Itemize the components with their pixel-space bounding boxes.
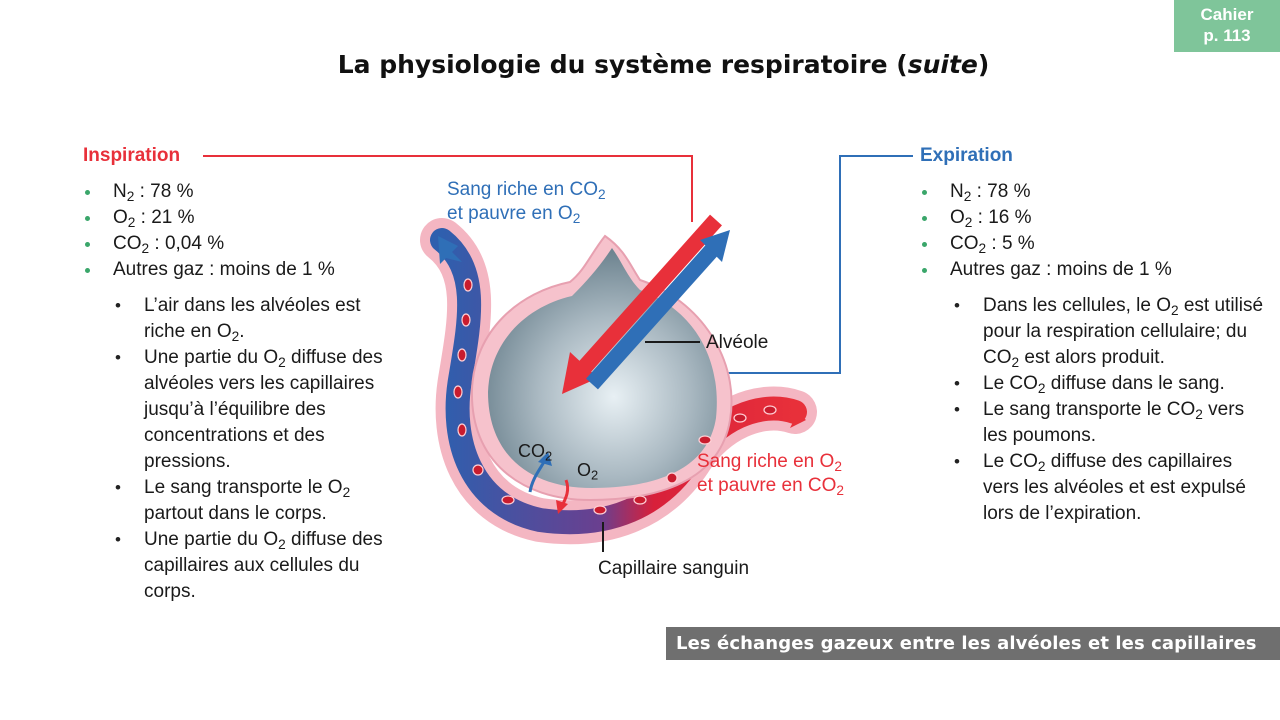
- figure-caption: Les échanges gazeux entre les alvéoles e…: [666, 627, 1280, 660]
- note-item: L’air dans les alvéoles est riche en O2.: [113, 293, 403, 345]
- note-item: Le CO2 diffuse des capillaires vers les …: [952, 449, 1272, 527]
- gas-item: CO2 : 5 %: [920, 231, 1172, 257]
- o2-exchange-label: O2: [577, 460, 599, 483]
- deoxygenated-blood-label: Sang riche en CO2 et pauvre en O2: [447, 179, 606, 226]
- note-item: Une partie du O2 diffuse des alvéoles ve…: [113, 345, 403, 475]
- note-item: Le sang transporte le O2 partout dans le…: [113, 475, 403, 527]
- alveole-label: Alvéole: [706, 332, 769, 353]
- badge-line-1: Cahier: [1200, 5, 1254, 24]
- note-item: Le sang transporte le CO2 vers les poumo…: [952, 397, 1272, 449]
- gas-item: N2 : 78 %: [920, 179, 1172, 205]
- red-blood-cells: [453, 278, 777, 515]
- title-italic: suite: [907, 50, 978, 79]
- gas-item: Autres gaz : moins de 1 %: [920, 257, 1172, 283]
- co2-exchange-label: CO2: [518, 441, 553, 464]
- page-title: La physiologie du système respiratoire (…: [0, 50, 1280, 79]
- expiration-notes: Dans les cellules, le O2 est utilisé pou…: [952, 293, 1272, 527]
- blood-out-arrow-icon: [790, 406, 806, 428]
- gas-item: N2 : 78 %: [83, 179, 335, 205]
- oxygenated-blood-label: Sang riche en O2 et pauvre en CO2: [697, 451, 845, 498]
- note-item: Dans les cellules, le O2 est utilisé pou…: [952, 293, 1272, 371]
- expiration-heading: Expiration: [920, 145, 1013, 166]
- expiration-gas-list: N2 : 78 % O2 : 16 % CO2 : 5 % Autres gaz…: [920, 179, 1172, 283]
- title-close: ): [977, 50, 990, 79]
- inspiration-notes: L’air dans les alvéoles est riche en O2.…: [113, 293, 403, 605]
- capillaire-label: Capillaire sanguin: [598, 558, 750, 579]
- gas-item: Autres gaz : moins de 1 %: [83, 257, 335, 283]
- gas-item: O2 : 21 %: [83, 205, 335, 231]
- gas-item: CO2 : 0,04 %: [83, 231, 335, 257]
- inspiration-heading: Inspiration: [83, 145, 181, 166]
- note-item: Une partie du O2 diffuse des capillaires…: [113, 527, 403, 605]
- inspiration-connector-line: [203, 155, 693, 222]
- gas-item: O2 : 16 %: [920, 205, 1172, 231]
- note-item: Le CO2 diffuse dans le sang.: [952, 371, 1272, 397]
- badge-line-2: p. 113: [1203, 26, 1251, 45]
- inspiration-air-arrow-icon: [562, 214, 722, 394]
- blood-in-arrow-icon: [438, 236, 462, 264]
- co2-exchange-arrow-icon: [528, 461, 546, 493]
- workbook-page-badge: Cahier p. 113: [1174, 0, 1280, 52]
- expiration-air-arrow-icon: [586, 230, 730, 390]
- inspiration-gas-list: N2 : 78 % O2 : 21 % CO2 : 0,04 % Autres …: [83, 179, 335, 283]
- title-main: La physiologie du système respiratoire (: [337, 50, 908, 79]
